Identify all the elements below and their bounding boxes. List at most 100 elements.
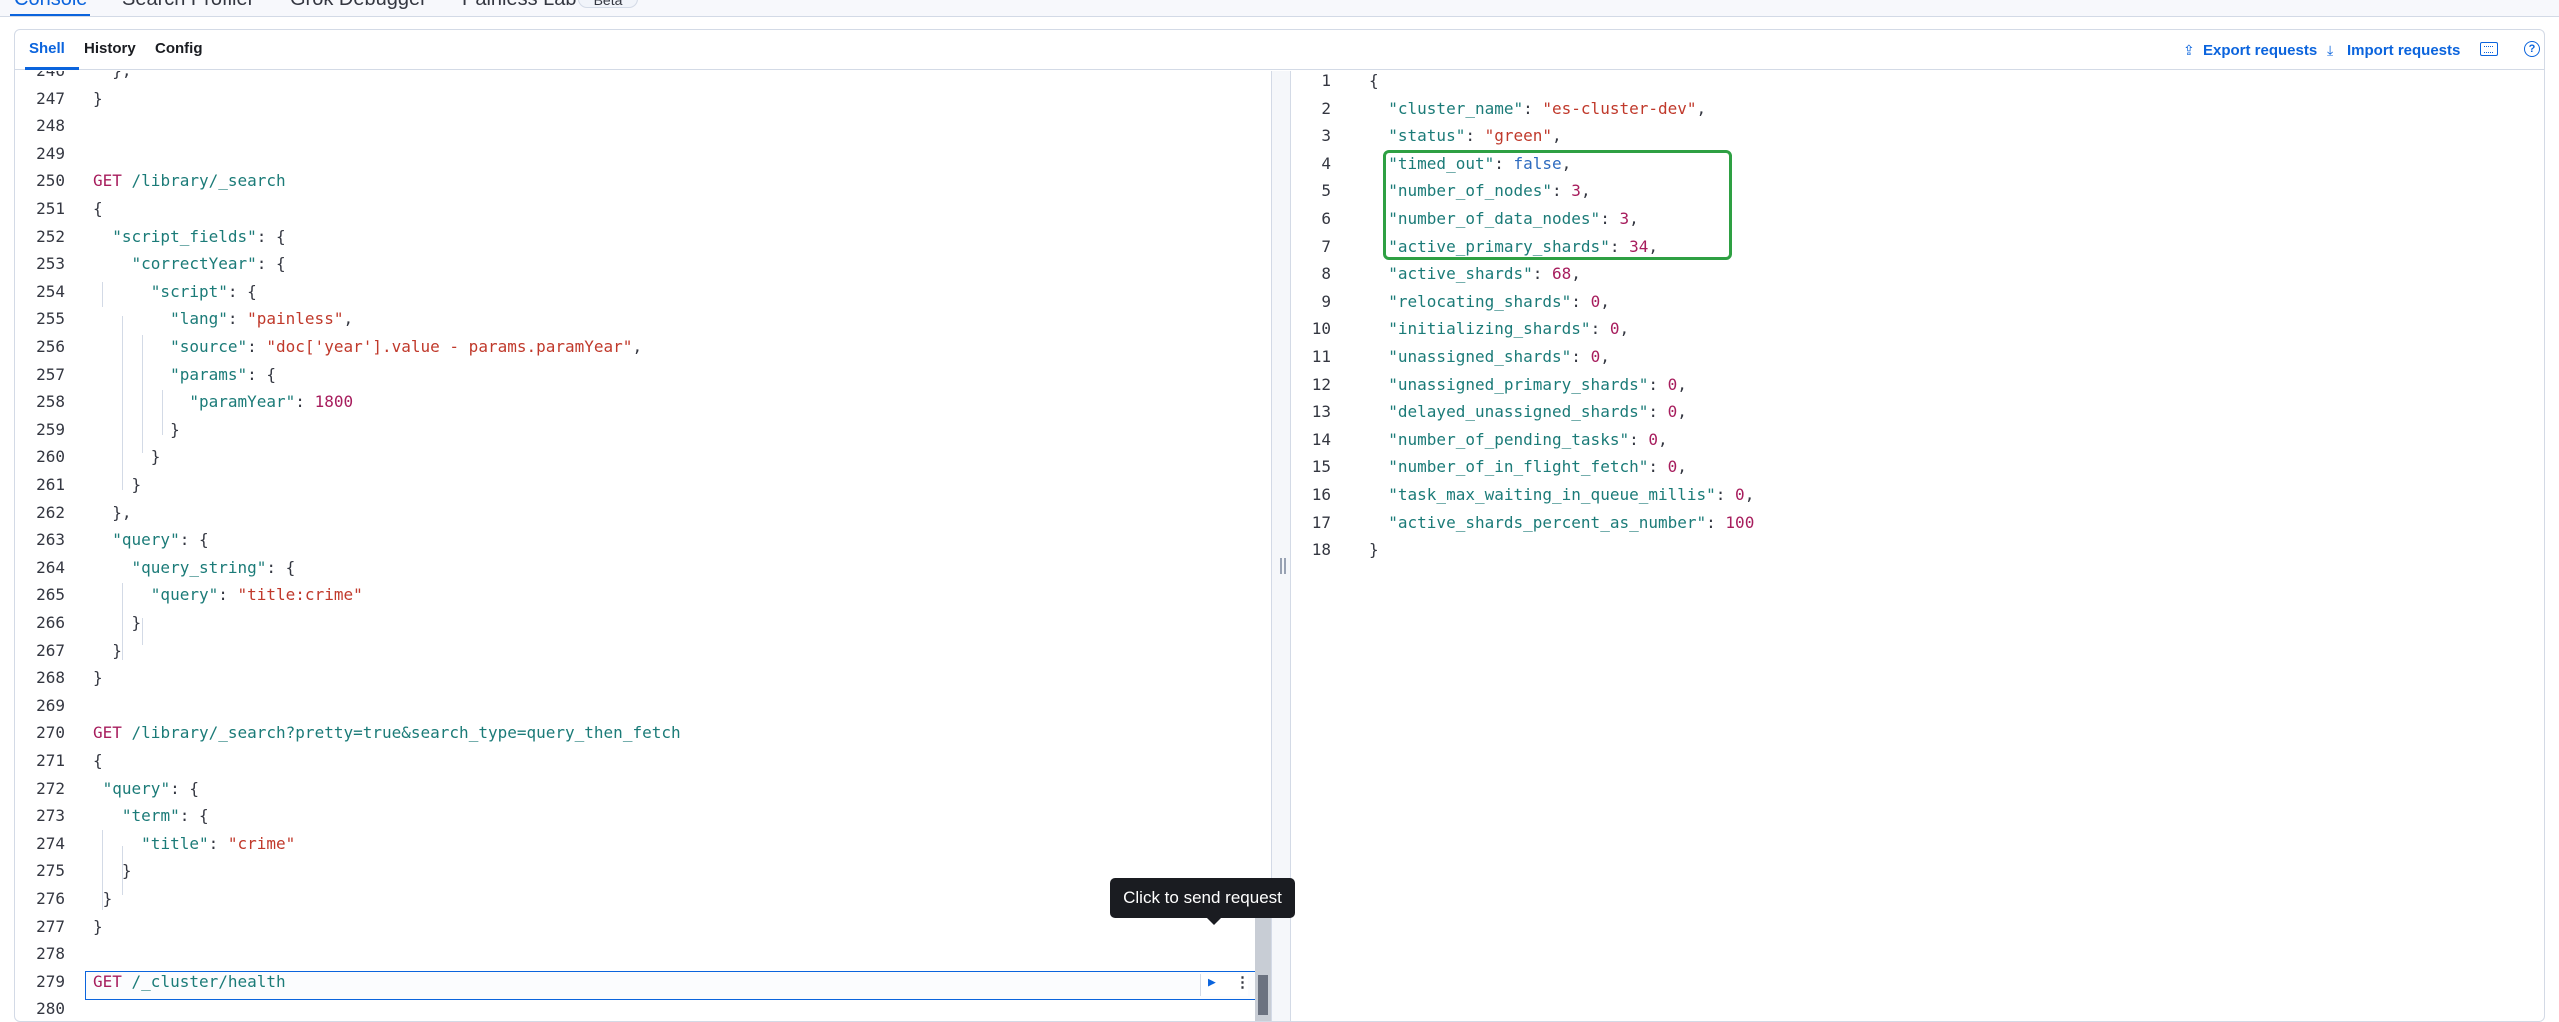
code-text: GET /_cluster/health: [93, 968, 286, 995]
selected-request-row[interactable]: [85, 970, 1267, 1000]
export-requests-button[interactable]: ⇪Export requests: [2183, 42, 2317, 59]
code-text: "title": "crime": [93, 830, 295, 857]
code-token: "lang": [170, 309, 228, 329]
code-token: ,: [1677, 457, 1687, 477]
line-number: 247: [36, 88, 65, 108]
code-token: "params": [170, 364, 248, 384]
code-token: : {: [227, 281, 257, 301]
code-line: 269: [15, 692, 1271, 719]
code-token: 0: [1667, 402, 1678, 422]
code-token: "active_shards_percent_as_number": [1388, 512, 1707, 532]
code-text: {: [1369, 71, 1379, 94]
code-text: "status": "green",: [1369, 122, 1561, 149]
code-line: 275 }: [15, 857, 1271, 884]
indent-guide: [142, 335, 143, 453]
code-line: 271{: [15, 747, 1271, 774]
line-number: 272: [36, 778, 65, 798]
code-text: "initializing_shards": 0,: [1369, 315, 1629, 342]
code-token: 0: [1590, 291, 1601, 311]
line-number: 278: [36, 944, 65, 964]
code-token: 0: [1590, 347, 1601, 366]
code-token: [1369, 375, 1388, 394]
code-token: "relocating_shards": [1388, 291, 1572, 311]
code-line: 14 "number_of_pending_tasks": 0,: [1291, 426, 2544, 453]
code-token: [93, 309, 170, 328]
code-line: 263 "query": {: [15, 526, 1271, 553]
code-line: 261 }: [15, 471, 1271, 498]
import-requests-button[interactable]: ⤓Import requests: [2327, 42, 2460, 59]
tab-painless-lab[interactable]: Painless Lab: [462, 0, 577, 11]
code-token: 0: [1667, 457, 1678, 477]
code-token: GET: [93, 971, 122, 991]
code-line: 258 "paramYear": 1800: [15, 388, 1271, 415]
code-token: 100: [1725, 512, 1755, 532]
code-token: "timed_out": [1388, 153, 1495, 173]
line-number: 268: [36, 668, 65, 688]
line-number: 12: [1311, 374, 1331, 394]
tab-console[interactable]: Console: [14, 0, 87, 11]
tooltip-arrow: [1207, 918, 1221, 925]
code-token: :: [1532, 264, 1553, 284]
code-text: }: [93, 471, 142, 498]
line-number: 262: [36, 502, 65, 522]
code-token: "es-cluster-dev": [1542, 98, 1697, 118]
code-text: {: [93, 747, 103, 774]
code-token: [1369, 99, 1388, 118]
code-text: },: [93, 499, 131, 526]
keyboard-shortcuts-icon[interactable]: [2480, 42, 2498, 56]
code-text: "query": "title:crime": [93, 581, 363, 608]
code-line: 18}: [1291, 536, 2544, 563]
send-request-play-icon[interactable]: ▶: [1208, 974, 1216, 990]
code-line: 10 "initializing_shards": 0,: [1291, 315, 2544, 342]
help-icon[interactable]: ?: [2524, 41, 2540, 57]
tab-search-profiler[interactable]: Search Profiler: [122, 0, 254, 11]
code-line: 12 "unassigned_primary_shards": 0,: [1291, 371, 2544, 398]
import-requests-label: Import requests: [2347, 42, 2461, 59]
line-number: 5: [1321, 181, 1331, 201]
line-number: 253: [36, 254, 65, 274]
code-token: "active_shards": [1388, 264, 1533, 284]
line-number: 270: [36, 723, 65, 743]
line-number: 276: [36, 889, 65, 908]
tab-grok-debugger[interactable]: Grok Debugger: [290, 0, 427, 11]
line-number: 249: [36, 143, 65, 163]
code-token: [93, 779, 103, 798]
line-number: 10: [1311, 319, 1331, 339]
code-token: "paramYear": [189, 392, 296, 412]
line-number: 1: [1321, 71, 1331, 90]
line-number: 4: [1321, 153, 1331, 173]
line-number: 246: [15, 71, 65, 84]
pane-resizer[interactable]: [1271, 71, 1291, 1021]
code-line: 264 "query_string": {: [15, 554, 1271, 581]
code-line: 276 }: [15, 885, 1271, 912]
code-text: }: [93, 609, 142, 636]
line-number: 250: [36, 171, 65, 191]
subtab-history[interactable]: History: [84, 40, 136, 57]
code-text: "source": "doc['year'].value - params.pa…: [93, 333, 642, 360]
request-editor-scroll-thumb[interactable]: [1258, 975, 1268, 1015]
code-token: :: [1648, 457, 1668, 477]
subtab-shell[interactable]: Shell: [29, 40, 65, 57]
line-number: 258: [36, 392, 65, 412]
code-token: }: [93, 88, 103, 108]
code-line: 252 "script_fields": {: [15, 223, 1271, 250]
code-token: "active_primary_shards": [1388, 236, 1610, 256]
request-menu-icon[interactable]: ⋮: [1235, 972, 1250, 991]
code-token: [1369, 457, 1388, 476]
code-token: [1369, 485, 1388, 504]
line-number: 15: [1311, 457, 1331, 477]
code-token: :: [1648, 402, 1668, 422]
code-line: 246 },: [15, 71, 1271, 84]
code-text: "query": {: [93, 775, 199, 802]
code-text: "query": {: [93, 526, 208, 553]
subtab-config[interactable]: Config: [155, 40, 203, 57]
code-line: 248: [15, 112, 1271, 139]
beta-badge: Beta: [578, 0, 638, 8]
code-token: :: [1648, 374, 1668, 394]
code-token: }: [93, 668, 103, 688]
resizer-grip-icon[interactable]: [1280, 558, 1286, 574]
code-token: :: [1571, 347, 1591, 366]
